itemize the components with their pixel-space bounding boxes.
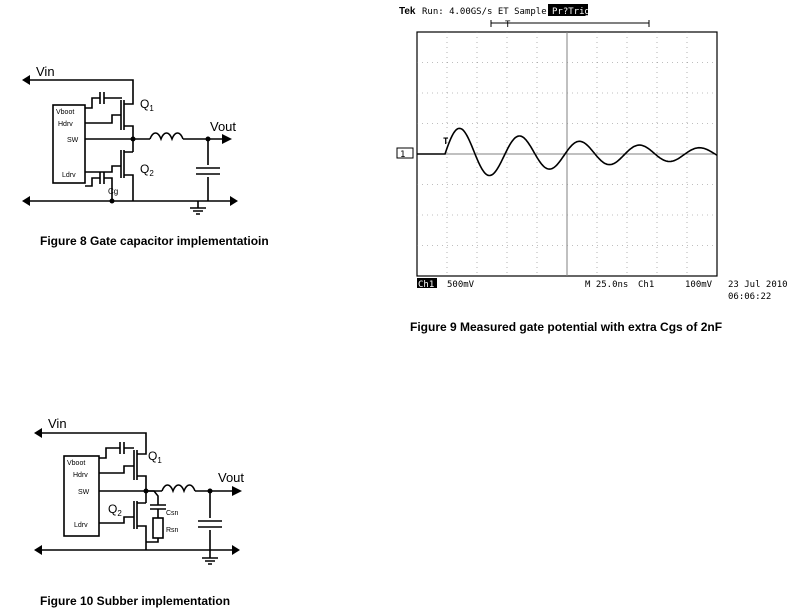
figure-9-scope-screenshot: Tek Run: 4.00GS/s ET Sample Pr?Trig T 1 … — [396, 4, 788, 302]
trigger-status: Pr?Trig — [552, 7, 590, 17]
scope-brand: Tek — [399, 6, 416, 17]
vin-rail — [30, 79, 134, 95]
capture-time: 06:06:22 — [728, 292, 771, 302]
svg-text:Q2: Q2 — [140, 162, 154, 178]
figure-8-schematic: Vin Vboot Hdrv SW Ldrv Q1 Q2 Cg Vout — [22, 64, 238, 215]
trigger-level: 100mV — [685, 280, 713, 290]
vboot-pin-label: Vboot — [56, 109, 74, 116]
sw-pin-label: SW — [78, 489, 90, 496]
q2-subscript: 2 — [149, 169, 154, 178]
rsn-label: Rsn — [166, 527, 179, 534]
vout-label: Vout — [218, 470, 244, 485]
svg-text:Q2: Q2 — [108, 502, 122, 518]
scope-run-status: Run: 4.00GS/s ET Sample — [422, 7, 547, 17]
cg-label: Cg — [108, 187, 118, 196]
trigger-position-marker: T — [505, 20, 511, 30]
figure-8-caption: Figure 8 Gate capacitor implementatioin — [40, 234, 269, 248]
ch1-badge-label: Ch1 — [418, 280, 434, 290]
vboot-pin-label: Vboot — [67, 460, 85, 467]
hdrv-pin-label: Hdrv — [73, 472, 88, 479]
svg-text:Q1: Q1 — [140, 97, 154, 113]
q2-label: Q — [108, 502, 117, 516]
gate-voltage-trace — [417, 127, 718, 177]
ldrv-pin-label: Ldrv — [62, 172, 76, 179]
figure-10-caption: Figure 10 Subber implementation — [40, 594, 231, 608]
timebase: M 25.0ns — [585, 280, 628, 290]
trigger-status-badge — [548, 4, 588, 16]
csn-label: Csn — [166, 510, 179, 517]
ldrv-pin-label: Ldrv — [74, 522, 88, 529]
ch1-scale: 500mV — [447, 280, 475, 290]
q2-label: Q — [140, 162, 149, 176]
figure-10-schematic: Vin Vboot Hdrv SW Ldrv Q1 Q2 Csn Rsn Vou… — [34, 416, 244, 565]
capture-date: 23 Jul 2010 — [728, 280, 788, 290]
q1-label: Q — [140, 97, 149, 111]
sw-pin-label: SW — [67, 137, 79, 144]
figure-9-caption: Figure 9 Measured gate potential with ex… — [410, 320, 723, 334]
channel-1-marker: 1 — [400, 150, 405, 160]
q1-subscript: 1 — [149, 104, 154, 113]
svg-text:Q1: Q1 — [148, 449, 162, 465]
trigger-point-marker: T — [443, 137, 449, 147]
vout-label: Vout — [210, 119, 236, 134]
vin-rail — [42, 432, 147, 446]
q2-subscript: 2 — [117, 509, 122, 518]
q1-subscript: 1 — [157, 456, 162, 465]
trigger-source: Ch1 — [638, 280, 654, 290]
hdrv-pin-label: Hdrv — [58, 121, 73, 128]
scope-graticule — [416, 31, 718, 277]
vin-label: Vin — [36, 64, 55, 79]
q1-label: Q — [148, 449, 157, 463]
vin-label: Vin — [48, 416, 67, 431]
ch1-badge — [417, 278, 437, 288]
